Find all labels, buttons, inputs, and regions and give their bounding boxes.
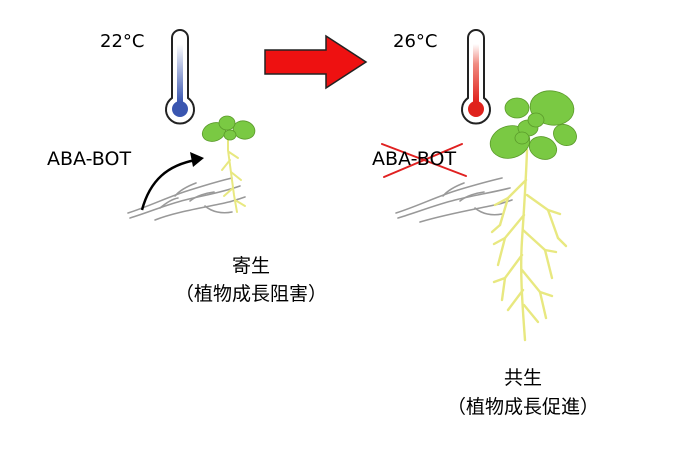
left-outcome-title: 寄生 [231, 255, 270, 277]
right-outcome-subtitle: （植物成長促進） [446, 396, 599, 418]
right-outcome-title: 共生 [503, 367, 542, 389]
left-outcome-subtitle: （植物成長阻害） [174, 283, 327, 305]
right-large-plant-roots [490, 148, 568, 342]
warm-thermometer-icon [461, 29, 491, 125]
left-temperature-label: 22°C [100, 31, 145, 52]
left-hormone-label: ABA-BOT [47, 148, 132, 170]
right-large-plant-leaves [489, 90, 577, 160]
left-fungus-hyphae [127, 177, 246, 221]
cross-icon [381, 143, 467, 178]
curved-arrow-icon [140, 152, 204, 211]
right-temperature-label: 26°C [393, 31, 438, 52]
right-hormone-label: ABA-BOT [372, 148, 457, 170]
left-small-plant [201, 115, 256, 213]
right-fungus-hyphae [395, 177, 513, 223]
right-arrow-icon [264, 34, 368, 90]
cold-thermometer-icon [165, 29, 195, 125]
